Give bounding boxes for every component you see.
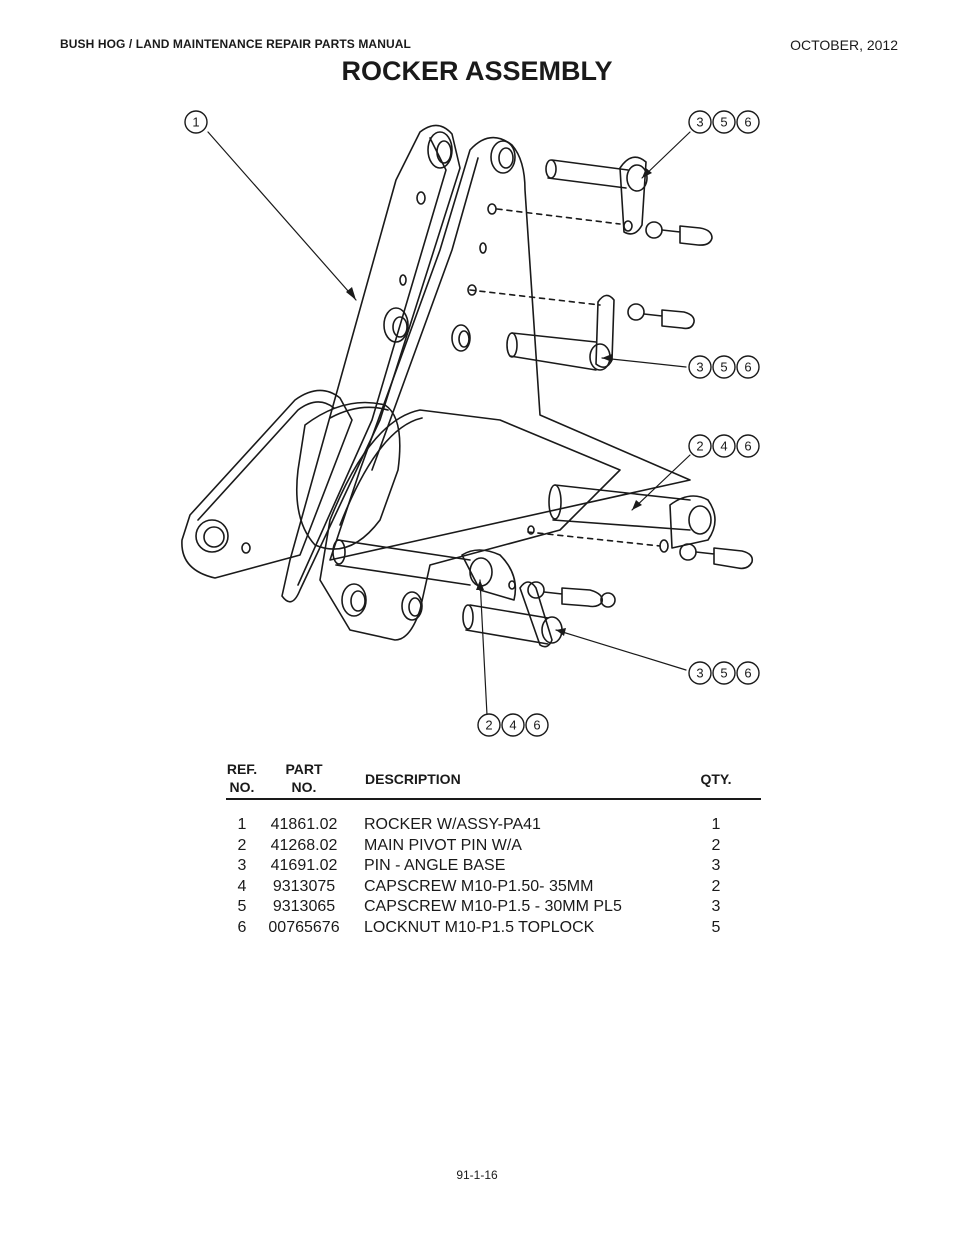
pin-assembly-middle [467,284,695,371]
leader-lines [207,131,691,716]
header-qty: QTY. [700,771,732,787]
svg-text:6: 6 [744,439,751,454]
svg-text:3: 3 [696,115,703,130]
svg-text:3: 3 [696,360,703,375]
callout-3-5-6-middle [688,355,760,379]
lower-rod [335,539,471,586]
leader-arrowheads [346,168,652,636]
manual-title: BUSH HOG / LAND MAINTENANCE REPAIR PARTS… [60,37,411,51]
svg-text:4: 4 [509,718,516,733]
header-part-no: PART NO. [285,761,323,795]
lower-triangle-plate [319,409,621,641]
header-ref-no: REF. NO. [226,761,258,795]
left-base-plate [181,389,353,579]
svg-text:5: 5 [720,115,727,130]
hub-cylinder [295,401,401,550]
svg-text:1: 1 [192,115,199,130]
header-rule [226,798,761,800]
callout-3-5-6-lower [688,661,760,685]
callout-1: 1 [184,110,208,134]
svg-text:2: 2 [485,718,492,733]
page-number: 91-1-16 [456,1168,498,1182]
pivot-pin-assembly-right [527,484,754,570]
callout-3-5-6-upper [688,110,760,134]
left-rocker-arm [281,124,461,603]
header-description: DESCRIPTION [365,771,461,787]
right-main-plate [329,136,691,561]
page-title: ROCKER ASSEMBLY [341,56,613,86]
svg-text:6: 6 [744,666,751,681]
svg-text:5: 5 [720,666,727,681]
rocker-assembly-diagram: 1 3 5 6 3 5 6 2 4 6 3 5 6 2 4 6 [181,110,760,737]
svg-text:2: 2 [696,439,703,454]
pin-assembly-upper [496,156,713,246]
callout-2-4-6-right [688,434,760,458]
pivot-pin-assembly-bottom [461,549,616,608]
callout-2-4-6-bottom [477,713,549,737]
svg-text:4: 4 [720,439,727,454]
svg-text:6: 6 [533,718,540,733]
svg-text:3: 3 [696,666,703,681]
svg-text:6: 6 [744,360,751,375]
manual-date: OCTOBER, 2012 [790,37,898,53]
svg-text:6: 6 [744,115,751,130]
svg-text:5: 5 [720,360,727,375]
